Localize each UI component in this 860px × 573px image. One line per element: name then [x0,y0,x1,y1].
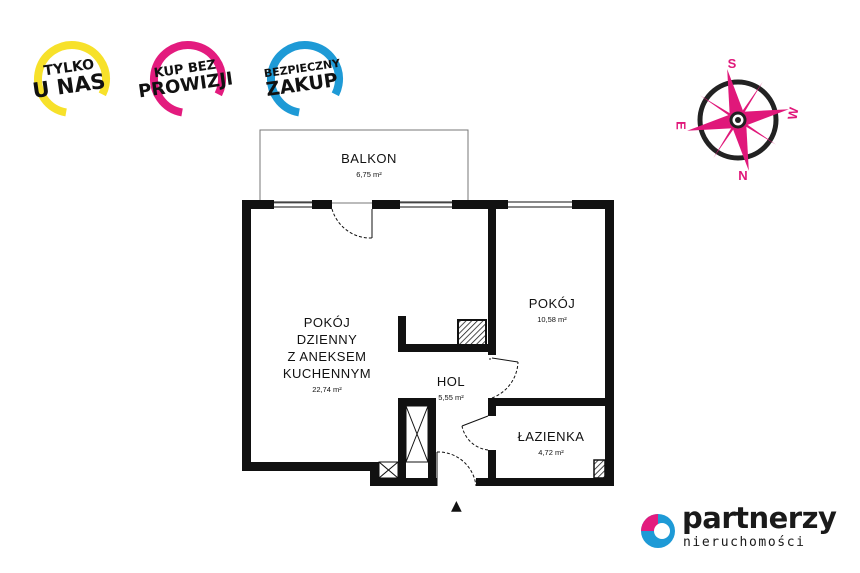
room-hall: HOL 5,55 m² [416,373,486,402]
room-name: POKÓJ [528,296,576,311]
compass-letter-n: N [738,168,748,183]
compass-letter-e: E [673,121,689,130]
compass-graphic [687,69,789,171]
doors [331,208,519,487]
room-name: BALKON [341,151,397,166]
partnerzy-logo: partnerzy nieruchomości [638,501,838,555]
room-name: HOL [436,374,466,389]
room-area: 5,55 m² [438,393,464,402]
room-bedroom: POKÓJ 10,58 m² [502,295,602,324]
compass-letter-s: S [727,56,737,71]
room-bathroom: ŁAZIENKA 4,72 m² [500,428,602,457]
bath-shaft-hatch [593,459,606,479]
badge-bezpieczny-zakup: BEZPIECZNY ZAKUP [255,40,349,118]
room-name: ŁAZIENKA [517,429,585,444]
room-balcony: BALKON 6,75 m² [314,150,424,179]
room-name: POKÓJ DZIENNY Z ANEKSEM KUCHENNYM [282,315,372,381]
room-area: 10,58 m² [537,315,567,324]
compass-letter-w: W [784,106,802,121]
logo-drop-icon [641,514,675,548]
badge-tylko-u-nas: TYLKO U NAS [22,40,116,118]
chimney-hatch [457,319,487,347]
walls [242,200,614,486]
balcony-outline [259,129,469,204]
room-area: 6,75 m² [356,170,382,179]
badge-ring-magenta [150,41,226,117]
compass-rose-icon: S N E W [673,56,802,183]
room-living: POKÓJ DZIENNY Z ANEKSEM KUCHENNYM 22,74 … [262,314,392,394]
entrance-arrow-icon: ▲ [451,498,462,514]
room-area: 22,74 m² [312,385,342,394]
badge-ring-blue [267,41,343,117]
windows [274,201,572,208]
badge-kup-bez-prowizji: KUP BEZ PROWIZJI [137,40,234,118]
room-area: 4,72 m² [538,448,564,457]
badge-ring-yellow [34,41,110,117]
logo-text-main: partnerzy [682,501,837,535]
logo-text-sub: nieruchomości [683,535,806,550]
cabinet-x [378,405,429,479]
